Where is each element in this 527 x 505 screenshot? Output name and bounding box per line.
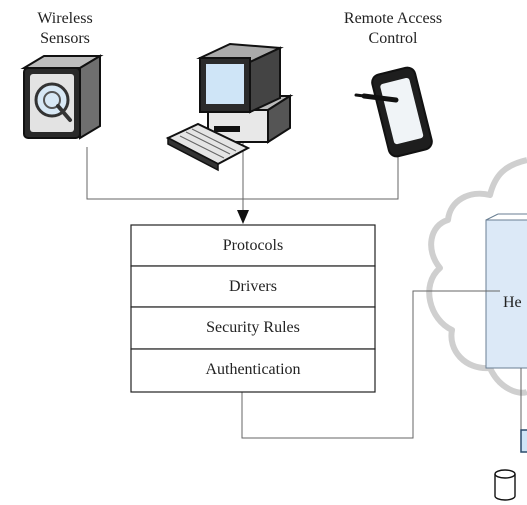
arrow-head [237,210,249,224]
tablet-stylus-icon [354,66,433,158]
layer-drivers: Drivers [229,278,277,295]
remote-access-control-label: Remote Access Control [343,10,443,47]
layer-stack [130,224,376,393]
wireless-sensors-label: Wireless Sensors [37,10,93,47]
layer-authentication: Authentication [205,361,301,378]
layer-security-rules: Security Rules [206,319,300,336]
layer-protocols: Protocols [222,237,284,254]
device-fragment [520,429,527,453]
camera-sensor-icon [20,54,104,140]
server-label: He [503,294,522,311]
computer-workstation-icon [165,42,294,172]
database-icon [494,469,516,501]
server-box [485,213,527,369]
